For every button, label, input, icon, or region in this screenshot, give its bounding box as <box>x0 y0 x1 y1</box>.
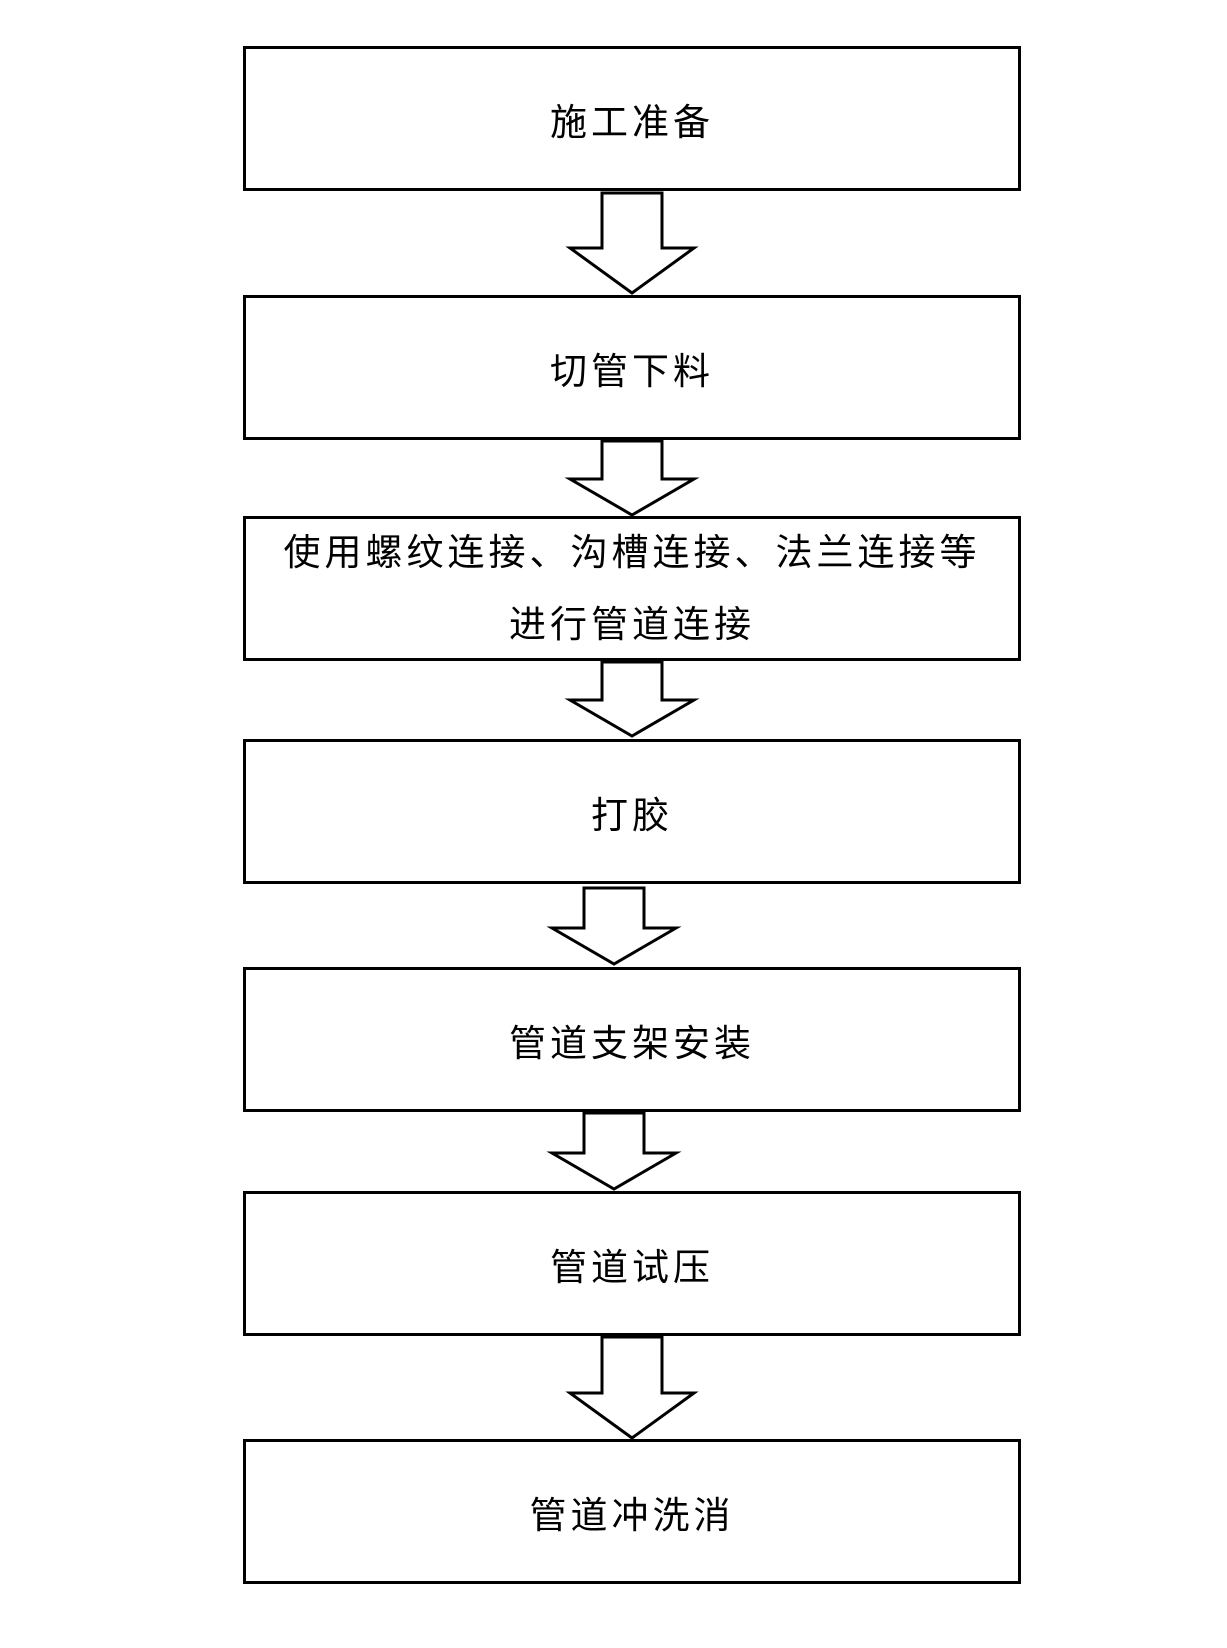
down-arrow-icon <box>546 886 682 966</box>
flow-step-construction-preparation: 施工准备 <box>243 46 1021 191</box>
down-arrow-icon <box>565 191 699 295</box>
step-label: 管道试压 <box>550 1245 714 1289</box>
flow-step-pipe-pressure-test: 管道试压 <box>243 1191 1021 1336</box>
step-label: 切管下料 <box>550 349 714 393</box>
flow-step-pipe-cutting: 切管下料 <box>243 295 1021 440</box>
flow-step-pipe-support-installation: 管道支架安装 <box>243 967 1021 1112</box>
step-label: 施工准备 <box>550 100 714 144</box>
step-label: 管道支架安装 <box>509 1021 755 1065</box>
down-arrow-icon <box>564 439 700 517</box>
down-arrow-icon <box>565 1335 699 1440</box>
down-arrow-icon <box>546 1111 682 1191</box>
flow-step-pipe-flushing: 管道冲洗消 <box>243 1439 1021 1584</box>
down-arrow-icon <box>564 660 700 738</box>
flow-step-glue-application: 打胶 <box>243 739 1021 884</box>
step-label-line-1: 使用螺纹连接、沟槽连接、法兰连接等 <box>283 530 981 574</box>
step-label: 管道冲洗消 <box>529 1493 735 1537</box>
step-label-line-2: 进行管道连接 <box>509 602 755 646</box>
flow-step-pipe-connection: 使用螺纹连接、沟槽连接、法兰连接等 进行管道连接 <box>243 516 1021 661</box>
step-label: 打胶 <box>591 793 673 837</box>
